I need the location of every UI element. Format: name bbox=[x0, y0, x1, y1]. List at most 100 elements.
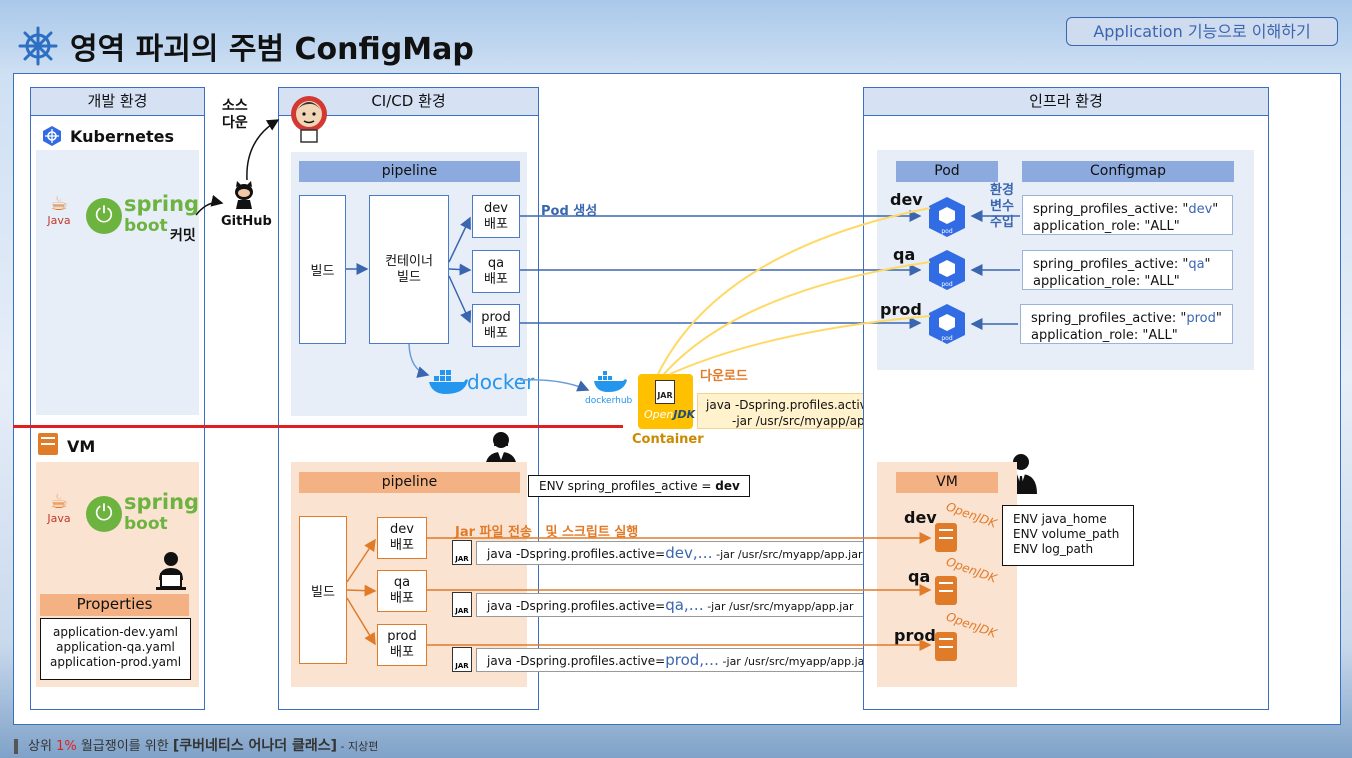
java-text: Java bbox=[47, 214, 71, 227]
dockerhub-label: dockerhub bbox=[585, 396, 633, 406]
vm-cmd-qa-jar: -jar /usr/src/myapp/app.jar bbox=[703, 600, 854, 613]
vm-cmd-qa-value: qa,… bbox=[665, 596, 704, 614]
java-logo-vm: ☕ Java bbox=[44, 490, 74, 525]
yaml-dev: application-dev.yaml bbox=[53, 625, 178, 639]
footer-c: 월급쟁이를 위한 bbox=[76, 739, 173, 754]
deploy-qa-step: qa 배포 bbox=[472, 250, 520, 293]
pod-header: Pod bbox=[896, 161, 998, 182]
docker-label: docker bbox=[467, 370, 535, 394]
jar-text: JAR bbox=[657, 391, 673, 400]
cfg-prod-key: spring_profiles_active: " bbox=[1031, 311, 1187, 326]
pod-icon-prod: pod bbox=[929, 304, 965, 344]
deploy-vm-dev-step: dev 배포 bbox=[377, 517, 427, 559]
source-download-label: 소스 다운 bbox=[222, 98, 248, 132]
deploy-vm-qa-step: qa 배포 bbox=[377, 570, 427, 612]
container-build-step: 컨테이너 빌드 bbox=[369, 195, 449, 344]
jar-file-icon: JAR bbox=[655, 380, 675, 404]
cfg-prod-end: " bbox=[1215, 311, 1222, 326]
jar-text: JAR bbox=[455, 555, 469, 563]
build-vm-step: 빌드 bbox=[299, 516, 347, 664]
vm-header: VM bbox=[896, 472, 998, 493]
vm-cmd-dev-java: java bbox=[487, 547, 513, 561]
deploy-vm-prod-step: prod 배포 bbox=[377, 624, 427, 666]
configmap-header: Configmap bbox=[1022, 161, 1234, 182]
server-icon-dev-vm bbox=[935, 523, 957, 552]
kubernetes-area bbox=[36, 150, 199, 415]
java-logo: ☕ Java bbox=[44, 192, 74, 227]
k8s-cmd-prefix: java -Dspring.profiles.active= bbox=[706, 398, 885, 412]
download-label: 다운로드 bbox=[700, 369, 748, 384]
dev-env-title: 개발 환경 bbox=[31, 88, 204, 116]
cfg-qa-value: qa bbox=[1188, 257, 1205, 272]
footer-caption: 상위 1% 월급쟁이를 위한 [쿠버네티스 어나더 클래스] - 지상편 bbox=[14, 735, 378, 755]
github-label: GitHub bbox=[221, 214, 272, 229]
vm-cmd-dev-value: dev,… bbox=[665, 544, 713, 562]
cfg-qa-role: application_role: "ALL" bbox=[1033, 274, 1180, 289]
boot-text: boot bbox=[124, 514, 168, 534]
vm-env-box: ENV java_home ENV volume_path ENV log_pa… bbox=[1002, 505, 1134, 566]
configmap-prod: spring_profiles_active: "prod" applicati… bbox=[1020, 304, 1233, 344]
spring-boot-logo-vm: ⏻ spring boot bbox=[86, 490, 199, 538]
spring-power-icon: ⏻ bbox=[86, 198, 122, 234]
openjdk-text: OpenJDK bbox=[644, 408, 695, 421]
pod-name-prod: prod bbox=[880, 300, 922, 319]
open-text: Open bbox=[644, 408, 674, 421]
deploy-prod-step: prod 배포 bbox=[472, 304, 520, 347]
pod-name-qa: qa bbox=[893, 245, 916, 264]
understand-by-application-button[interactable]: Application 기능으로 이해하기 bbox=[1066, 17, 1338, 46]
java-text: Java bbox=[47, 512, 71, 525]
java-cup-icon: ☕ bbox=[50, 489, 68, 513]
spring-text: spring bbox=[124, 192, 200, 216]
deploy-vm-prod-label: prod 배포 bbox=[387, 629, 417, 660]
footer-d: [쿠버네티스 어나더 클래스] bbox=[172, 738, 338, 754]
configmap-qa: spring_profiles_active: "qa" application… bbox=[1022, 250, 1233, 290]
footer-bar bbox=[14, 739, 18, 754]
configmap-dev: spring_profiles_active: "dev" applicatio… bbox=[1022, 195, 1233, 235]
k8s-cmd-jar: -jar /usr/src/myapp/app.jar bbox=[732, 414, 892, 428]
env-log-path: ENV log_path bbox=[1013, 542, 1094, 556]
spring-text: spring bbox=[124, 490, 200, 514]
source-download-text: 소스 다운 bbox=[222, 98, 248, 131]
jenkins-icon bbox=[291, 96, 327, 143]
deploy-dev-label: dev 배포 bbox=[484, 200, 508, 232]
server-icon-qa-vm bbox=[935, 576, 957, 605]
docker-whale-icon bbox=[429, 370, 468, 394]
server-icon-dev bbox=[38, 433, 58, 455]
vm-name-qa: qa bbox=[908, 567, 931, 586]
developer-laptop-icon bbox=[156, 552, 186, 590]
jar-icon-qa: JAR bbox=[452, 592, 472, 617]
vm-cmd-dev-opt: -Dspring.profiles.active= bbox=[512, 547, 666, 561]
cfg-prod-role: application_role: "ALL" bbox=[1031, 328, 1178, 343]
commit-label: 커밋 bbox=[170, 228, 196, 244]
pod-name-dev: dev bbox=[890, 190, 923, 209]
cfg-dev-key: spring_profiles_active: " bbox=[1033, 202, 1189, 217]
properties-list: application-dev.yaml application-qa.yaml… bbox=[40, 618, 191, 680]
cfg-qa-key: spring_profiles_active: " bbox=[1033, 257, 1189, 272]
vm-cmd-prod: java -Dspring.profiles.active=prod,… -ja… bbox=[476, 648, 881, 672]
kubernetes-icon bbox=[43, 126, 61, 146]
vm-label-dev: VM bbox=[67, 437, 96, 456]
java-cup-icon: ☕ bbox=[50, 191, 68, 215]
boot-text: boot bbox=[124, 216, 168, 236]
env-volume-path: ENV volume_path bbox=[1013, 527, 1120, 541]
cfg-qa-end: " bbox=[1204, 257, 1211, 272]
deploy-prod-label: prod 배포 bbox=[481, 309, 511, 341]
env-profile-prefix: ENV spring_profiles_active = bbox=[539, 479, 716, 493]
footer-a: 상위 bbox=[28, 739, 57, 754]
footer-b: 1% bbox=[56, 739, 77, 754]
yaml-prod: application-prod.yaml bbox=[49, 655, 182, 669]
pod-tag-prod: pod bbox=[941, 335, 952, 342]
properties-header: Properties bbox=[40, 594, 189, 616]
container-label: Container bbox=[632, 432, 704, 447]
cfg-dev-role: application_role: "ALL" bbox=[1033, 219, 1180, 234]
red-divider-left bbox=[13, 425, 623, 428]
vm-cmd-prod-value: prod,… bbox=[665, 651, 720, 669]
footer-e: - 지상편 bbox=[337, 740, 379, 753]
jar-text: JAR bbox=[455, 607, 469, 615]
vm-cmd-dev-jar: -jar /usr/src/myapp/app.jar bbox=[712, 548, 863, 561]
kubernetes-label: Kubernetes bbox=[70, 127, 174, 146]
deploy-vm-qa-label: qa 배포 bbox=[390, 575, 414, 606]
kubernetes-helm-icon bbox=[18, 26, 58, 66]
env-java-home: ENV java_home bbox=[1013, 512, 1107, 526]
deploy-qa-label: qa 배포 bbox=[484, 255, 508, 287]
